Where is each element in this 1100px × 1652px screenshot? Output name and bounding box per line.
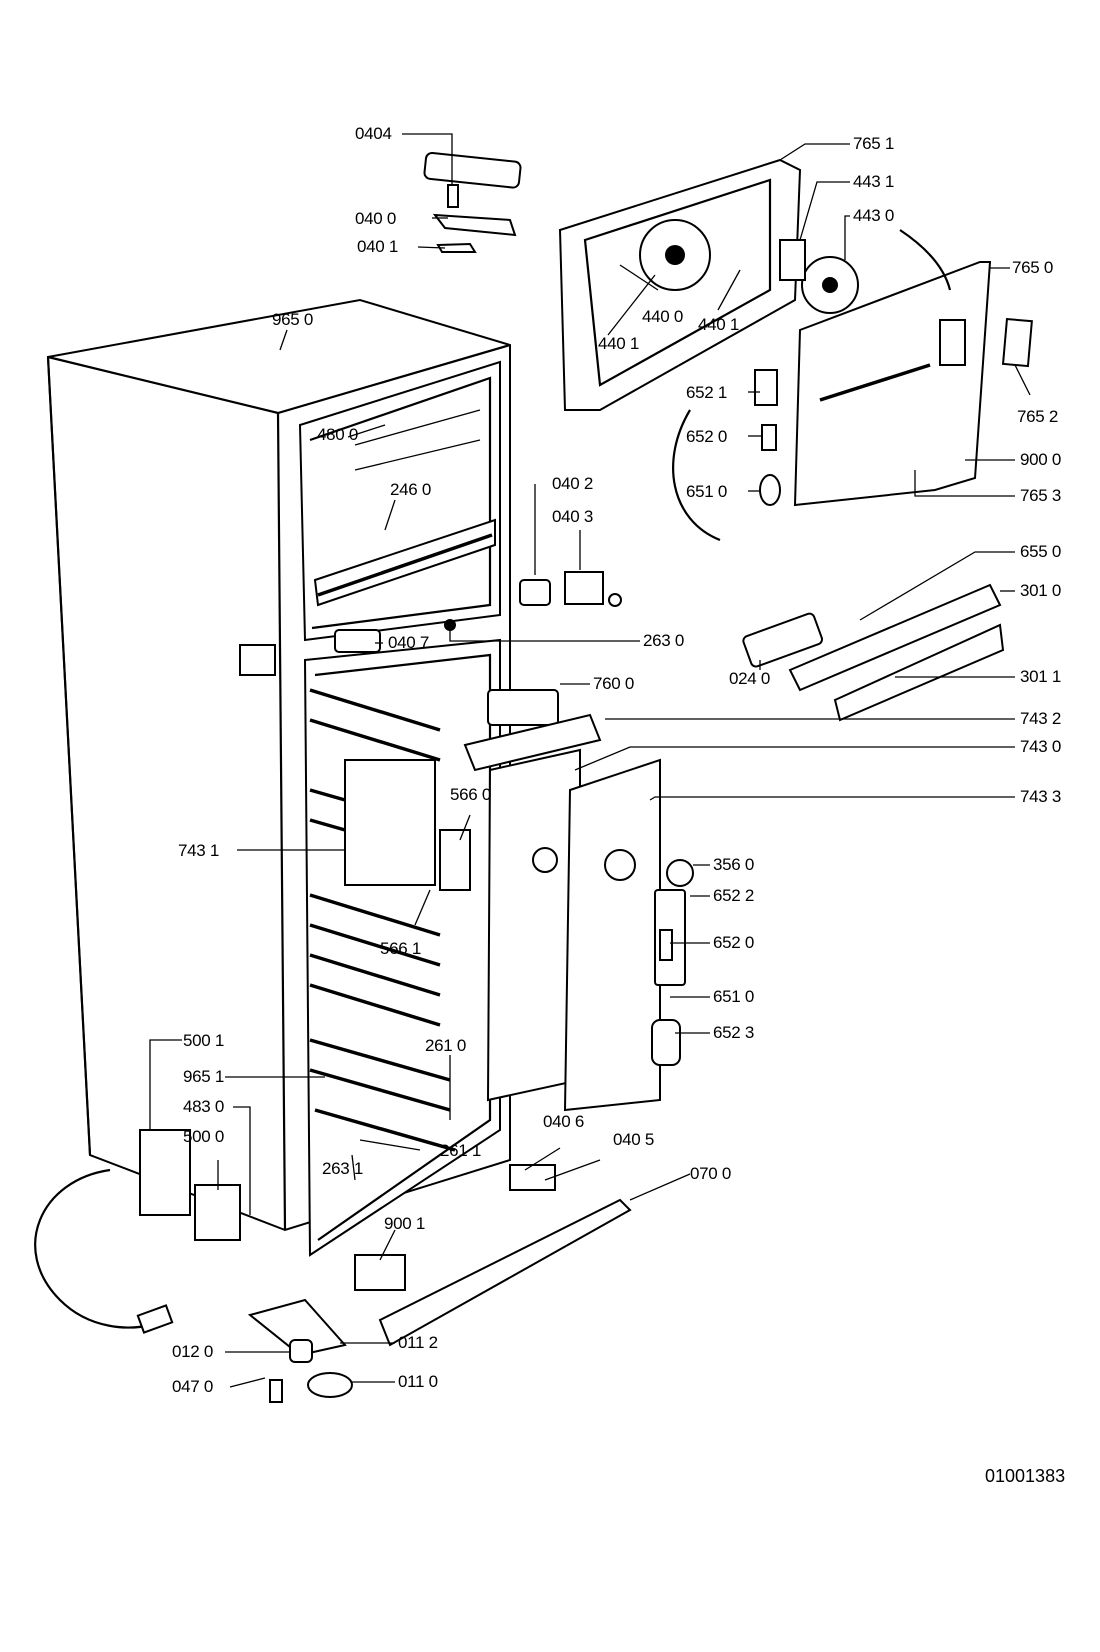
bushing-0120	[289, 1339, 313, 1363]
cover-5001	[139, 1129, 191, 1216]
fan-shroud	[558, 158, 859, 411]
part-label-7653: 765 3	[1020, 486, 1062, 505]
hinge-0112	[247, 1298, 347, 1357]
hinge-0406	[509, 1164, 556, 1191]
part-label-4401a: 440 1	[598, 334, 640, 353]
part-label-2630: 263 0	[643, 631, 685, 650]
part-label-6550: 655 0	[1020, 542, 1062, 561]
bracket-9001	[354, 1254, 406, 1291]
part-label-7650: 765 0	[1012, 258, 1054, 277]
part-label-7430: 743 0	[1020, 737, 1062, 756]
part-label-4830: 483 0	[183, 1097, 225, 1116]
part-label-6520a: 652 0	[686, 427, 728, 446]
part-label-9651: 965 1	[183, 1067, 225, 1086]
part-label-2631: 263 1	[322, 1159, 364, 1178]
part-label-5001: 500 1	[183, 1031, 225, 1050]
part-label-0400: 040 0	[355, 209, 397, 228]
part-label-4430: 443 0	[853, 206, 895, 225]
part-label-2460: 246 0	[390, 480, 432, 499]
part-label-7651: 765 1	[853, 134, 895, 153]
part-label-7431: 743 1	[178, 841, 220, 860]
control-housing	[344, 689, 694, 1112]
relay-5000	[194, 1184, 241, 1241]
part-label-3010: 301 0	[1020, 581, 1062, 600]
part-label-9001: 900 1	[384, 1214, 426, 1233]
part-label-6521: 652 1	[686, 383, 728, 402]
part-label-9650: 965 0	[272, 310, 314, 329]
part-label-6523: 652 3	[713, 1023, 755, 1042]
part-label-7652: 765 2	[1017, 407, 1059, 426]
part-label-4431: 443 1	[853, 172, 895, 191]
part-label-0403: 040 3	[552, 507, 594, 526]
kickplate-0700	[378, 1198, 632, 1347]
part-label-6520b: 652 0	[713, 933, 755, 952]
document-number: 01001383	[985, 1466, 1066, 1486]
power-plug	[136, 1304, 174, 1334]
part-label-0401: 040 1	[357, 237, 399, 256]
cabinet	[34, 298, 511, 1334]
part-label-6510a: 651 0	[686, 482, 728, 501]
part-label-0110: 011 0	[398, 1372, 438, 1391]
part-label-5660: 566 0	[450, 785, 492, 804]
part-label-0407: 040 7	[388, 633, 430, 652]
part-label-0402: 040 2	[552, 474, 594, 493]
part-label-3011: 301 1	[1020, 667, 1062, 686]
part-label-3560: 356 0	[713, 855, 755, 874]
foot-0110	[307, 1372, 353, 1398]
screw	[269, 1379, 283, 1403]
part-label-7600: 760 0	[593, 674, 635, 693]
part-label-7432: 743 2	[1020, 709, 1062, 728]
part-label-2611: 261 1	[440, 1141, 482, 1160]
part-label-9000: 900 0	[1020, 450, 1062, 469]
part-label-7433: 743 3	[1020, 787, 1062, 806]
rear-panel	[793, 229, 1033, 507]
leader-lines	[149, 133, 1031, 1388]
part-label-6522: 652 2	[713, 886, 755, 905]
part-label-4800: 480 0	[317, 425, 359, 444]
part-label-0404: 0404	[355, 124, 392, 143]
part-label-4401b: 440 1	[698, 315, 740, 334]
hinge-left	[239, 644, 276, 676]
part-label-4400: 440 0	[642, 307, 684, 326]
part-label-5661: 566 1	[380, 939, 422, 958]
part-label-0405: 040 5	[613, 1130, 655, 1149]
part-label-0700: 070 0	[690, 1164, 732, 1183]
top-hinge-assembly	[423, 151, 522, 253]
part-label-0112: 011 2	[398, 1333, 438, 1352]
part-label-5000: 500 0	[183, 1127, 225, 1146]
control-panel	[742, 583, 1005, 722]
lamp-upper	[672, 369, 781, 542]
part-label-2610: 261 0	[425, 1036, 467, 1055]
part-label-0120: 012 0	[172, 1342, 214, 1361]
bottom-parts	[139, 1129, 632, 1403]
part-label-0240: 024 0	[729, 669, 771, 688]
power-cord	[34, 1168, 151, 1329]
part-label-0406: 040 6	[543, 1112, 585, 1131]
part-label-6510b: 651 0	[713, 987, 755, 1006]
part-label-0470: 047 0	[172, 1377, 214, 1396]
thermostat-parts	[334, 571, 622, 653]
